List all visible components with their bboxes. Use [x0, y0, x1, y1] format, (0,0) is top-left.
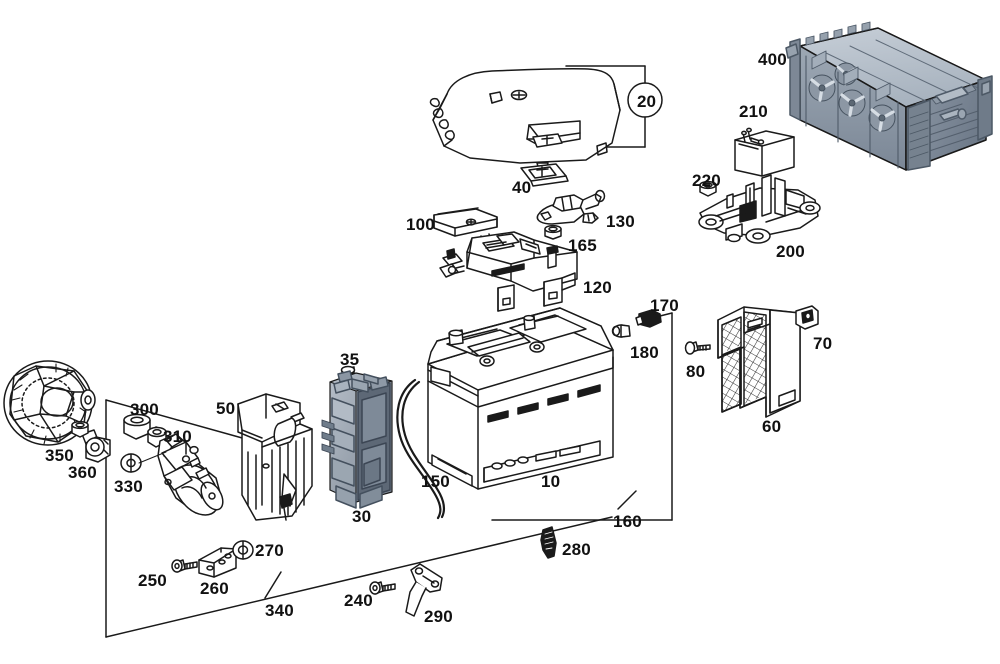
part-40-cover-plate — [520, 163, 569, 187]
part-20-battery-cover — [429, 67, 621, 171]
part-label-250: 250 — [138, 571, 167, 590]
part-label-10: 10 — [541, 472, 561, 491]
part-label-290: 290 — [424, 607, 453, 626]
part-label-260: 260 — [200, 579, 229, 598]
part-170-terminal-clamp — [635, 309, 662, 328]
part-label-170: 170 — [650, 296, 679, 315]
part-label-360: 360 — [68, 463, 97, 482]
part-label-40: 40 — [512, 178, 532, 197]
part-250-bolt — [171, 559, 198, 573]
part-220-nut — [699, 180, 717, 197]
part-70-clip — [795, 305, 819, 330]
part-starter-motor — [157, 433, 224, 516]
part-330-washer — [120, 453, 142, 473]
part-label-120: 120 — [583, 278, 612, 297]
part-label-350: 350 — [45, 446, 74, 465]
callout-label-20: 20 — [637, 92, 656, 111]
part-label-130: 130 — [606, 212, 635, 231]
part-150-vent-hose — [396, 378, 446, 520]
part-290-support-bracket — [405, 563, 443, 617]
part-label-400: 400 — [758, 50, 787, 69]
part-label-30: 30 — [352, 507, 372, 526]
part-30-power-distribution-box — [321, 370, 393, 509]
part-label-160: 160 — [613, 512, 642, 531]
part-270-washer — [232, 540, 254, 560]
part-label-200: 200 — [776, 242, 805, 261]
part-label-180: 180 — [630, 343, 659, 362]
part-label-310: 310 — [163, 427, 192, 446]
part-180-vent-plug — [611, 324, 631, 338]
part-label-270: 270 — [255, 541, 284, 560]
part-label-220: 220 — [692, 171, 721, 190]
part-210-aux-battery — [734, 127, 795, 177]
part-label-60: 60 — [762, 417, 782, 436]
part-200-bracket — [698, 174, 821, 244]
part-50-heat-shield — [237, 393, 313, 521]
part-80-bolt — [684, 341, 711, 355]
part-label-165: 165 — [568, 236, 597, 255]
part-label-280: 280 — [562, 540, 591, 559]
part-label-50: 50 — [216, 399, 236, 418]
part-360-spacer — [85, 436, 111, 463]
part-130-cable-terminal — [536, 189, 606, 225]
part-350-nut — [71, 420, 89, 438]
part-label-70: 70 — [813, 334, 833, 353]
part-label-100: 100 — [406, 215, 435, 234]
part-label-80: 80 — [686, 362, 706, 381]
part-label-340: 340 — [265, 601, 294, 620]
part-400-battery-module — [785, 21, 993, 171]
part-label-300: 300 — [130, 400, 159, 419]
part-label-150: 150 — [421, 472, 450, 491]
part-60-insulation-mat — [717, 306, 801, 418]
part-label-330: 330 — [114, 477, 143, 496]
part-300-nut — [123, 413, 151, 440]
part-260-bracket — [198, 547, 237, 578]
part-label-35: 35 — [340, 350, 360, 369]
part-120-bms-bracket — [439, 231, 578, 312]
part-label-240: 240 — [344, 591, 373, 610]
part-240-bolt — [369, 581, 396, 595]
part-label-210: 210 — [739, 102, 768, 121]
part-10-main-battery — [427, 307, 614, 490]
part-280-connector — [540, 526, 557, 559]
part-165-nut — [544, 224, 562, 240]
